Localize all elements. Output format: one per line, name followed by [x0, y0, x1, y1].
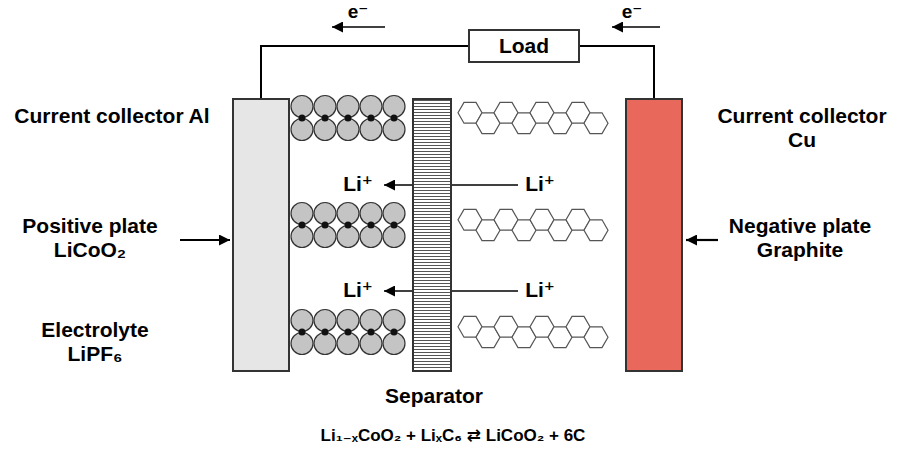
part-name: Current collector Cu: [704, 104, 900, 152]
ion-label: Li⁺: [330, 172, 386, 196]
electron-label: e⁻: [338, 0, 378, 24]
separator: Separator: [412, 98, 452, 372]
load-box: Load: [468, 29, 580, 63]
reaction-equation: Li₁₋ₓCoO₂ + LiₓC₆ ⇄ LiCoO₂ + 6C: [0, 424, 906, 448]
ion-label: Li⁺: [512, 172, 568, 196]
current-collector-cu: Current collector Cu: [625, 98, 683, 372]
ion-label: Li⁺: [512, 278, 568, 302]
circuit-wire: [580, 46, 654, 98]
electrolyte-label: Electrolyte LiPF₆: [25, 318, 165, 366]
part-name: Separator: [364, 384, 504, 408]
graphite-layers: [458, 102, 608, 347]
licoo2-lattice: [291, 96, 405, 355]
ion-label: Li⁺: [330, 278, 386, 302]
electron-label: e⁻: [612, 0, 652, 24]
electrode-label: Negative plate Graphite: [702, 214, 898, 262]
part-name: Current collector Al: [12, 104, 212, 128]
current-collector-al: Current collector Al: [232, 98, 290, 372]
circuit-wire: [261, 46, 468, 98]
box-text: Load: [499, 34, 549, 58]
electrode-label: Positive plate LiCoO₂: [2, 214, 178, 262]
